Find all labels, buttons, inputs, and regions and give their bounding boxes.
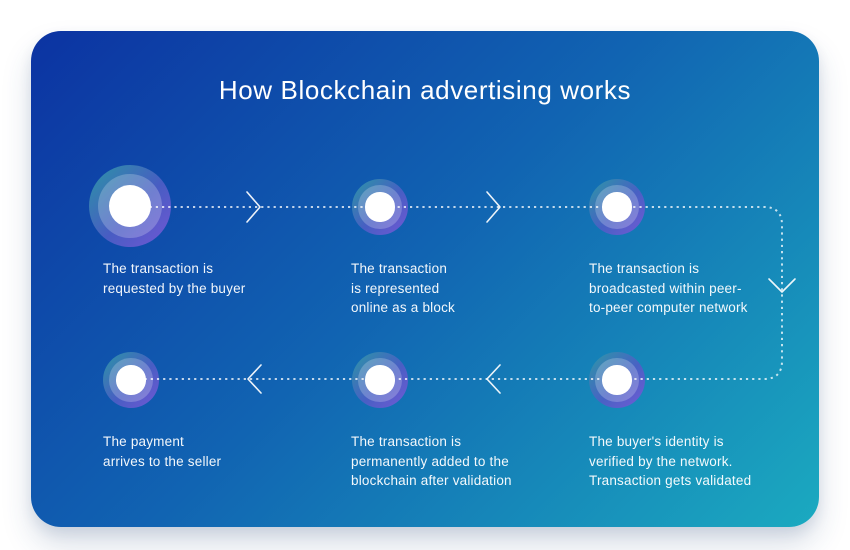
step-3-caption: The transaction is broadcasted within pe… [589, 259, 809, 318]
step-4-caption: The buyer's identity is verified by the … [589, 432, 809, 491]
caption-line: permanently added to the [351, 453, 509, 469]
caption-line: Transaction gets validated [589, 473, 752, 488]
caption-line: verified by the network. [589, 453, 733, 469]
caption-line: The transaction [351, 261, 448, 276]
node-center-dot [602, 192, 632, 222]
caption-line: broadcasted within peer- [589, 280, 742, 296]
arrow-right-icon [486, 191, 501, 223]
step-5-node-icon [352, 352, 408, 408]
caption-line: The transaction is [589, 261, 700, 276]
step-4-node-icon [589, 352, 645, 408]
node-center-dot [602, 365, 632, 395]
caption-line: The transaction is [351, 434, 462, 449]
caption-line: arrives to the seller [103, 453, 222, 469]
caption-line: is represented [351, 280, 440, 296]
caption-line: blockchain after validation [351, 473, 512, 488]
step-2-caption: The transaction is represented online as… [351, 259, 571, 318]
page-title: How Blockchain advertising works [218, 75, 632, 105]
arrow-left-icon [486, 364, 501, 394]
node-center-dot [365, 192, 395, 222]
caption-line: The payment [103, 434, 184, 449]
caption-line: to-peer computer network [589, 300, 748, 315]
step-5-caption: The transaction is permanently added to … [351, 432, 571, 491]
node-center-dot [365, 365, 395, 395]
step-2-node-icon [352, 179, 408, 235]
caption-line: requested by the buyer [103, 280, 246, 296]
step-1-caption: The transaction is requested by the buye… [103, 259, 323, 298]
caption-line: The buyer's identity is [589, 434, 724, 449]
arrow-left-icon [247, 364, 262, 394]
arrow-right-icon [246, 191, 261, 223]
step-3-node-icon [589, 179, 645, 235]
step-1-node-icon [89, 165, 171, 247]
caption-line: The transaction is [103, 261, 214, 276]
step-6-node-icon [103, 352, 159, 408]
step-6-caption: The payment arrives to the seller [103, 432, 323, 471]
caption-line: online as a block [351, 300, 455, 315]
node-center-dot [116, 365, 146, 395]
infographic-card: How Blockchain advertising works [31, 31, 819, 527]
